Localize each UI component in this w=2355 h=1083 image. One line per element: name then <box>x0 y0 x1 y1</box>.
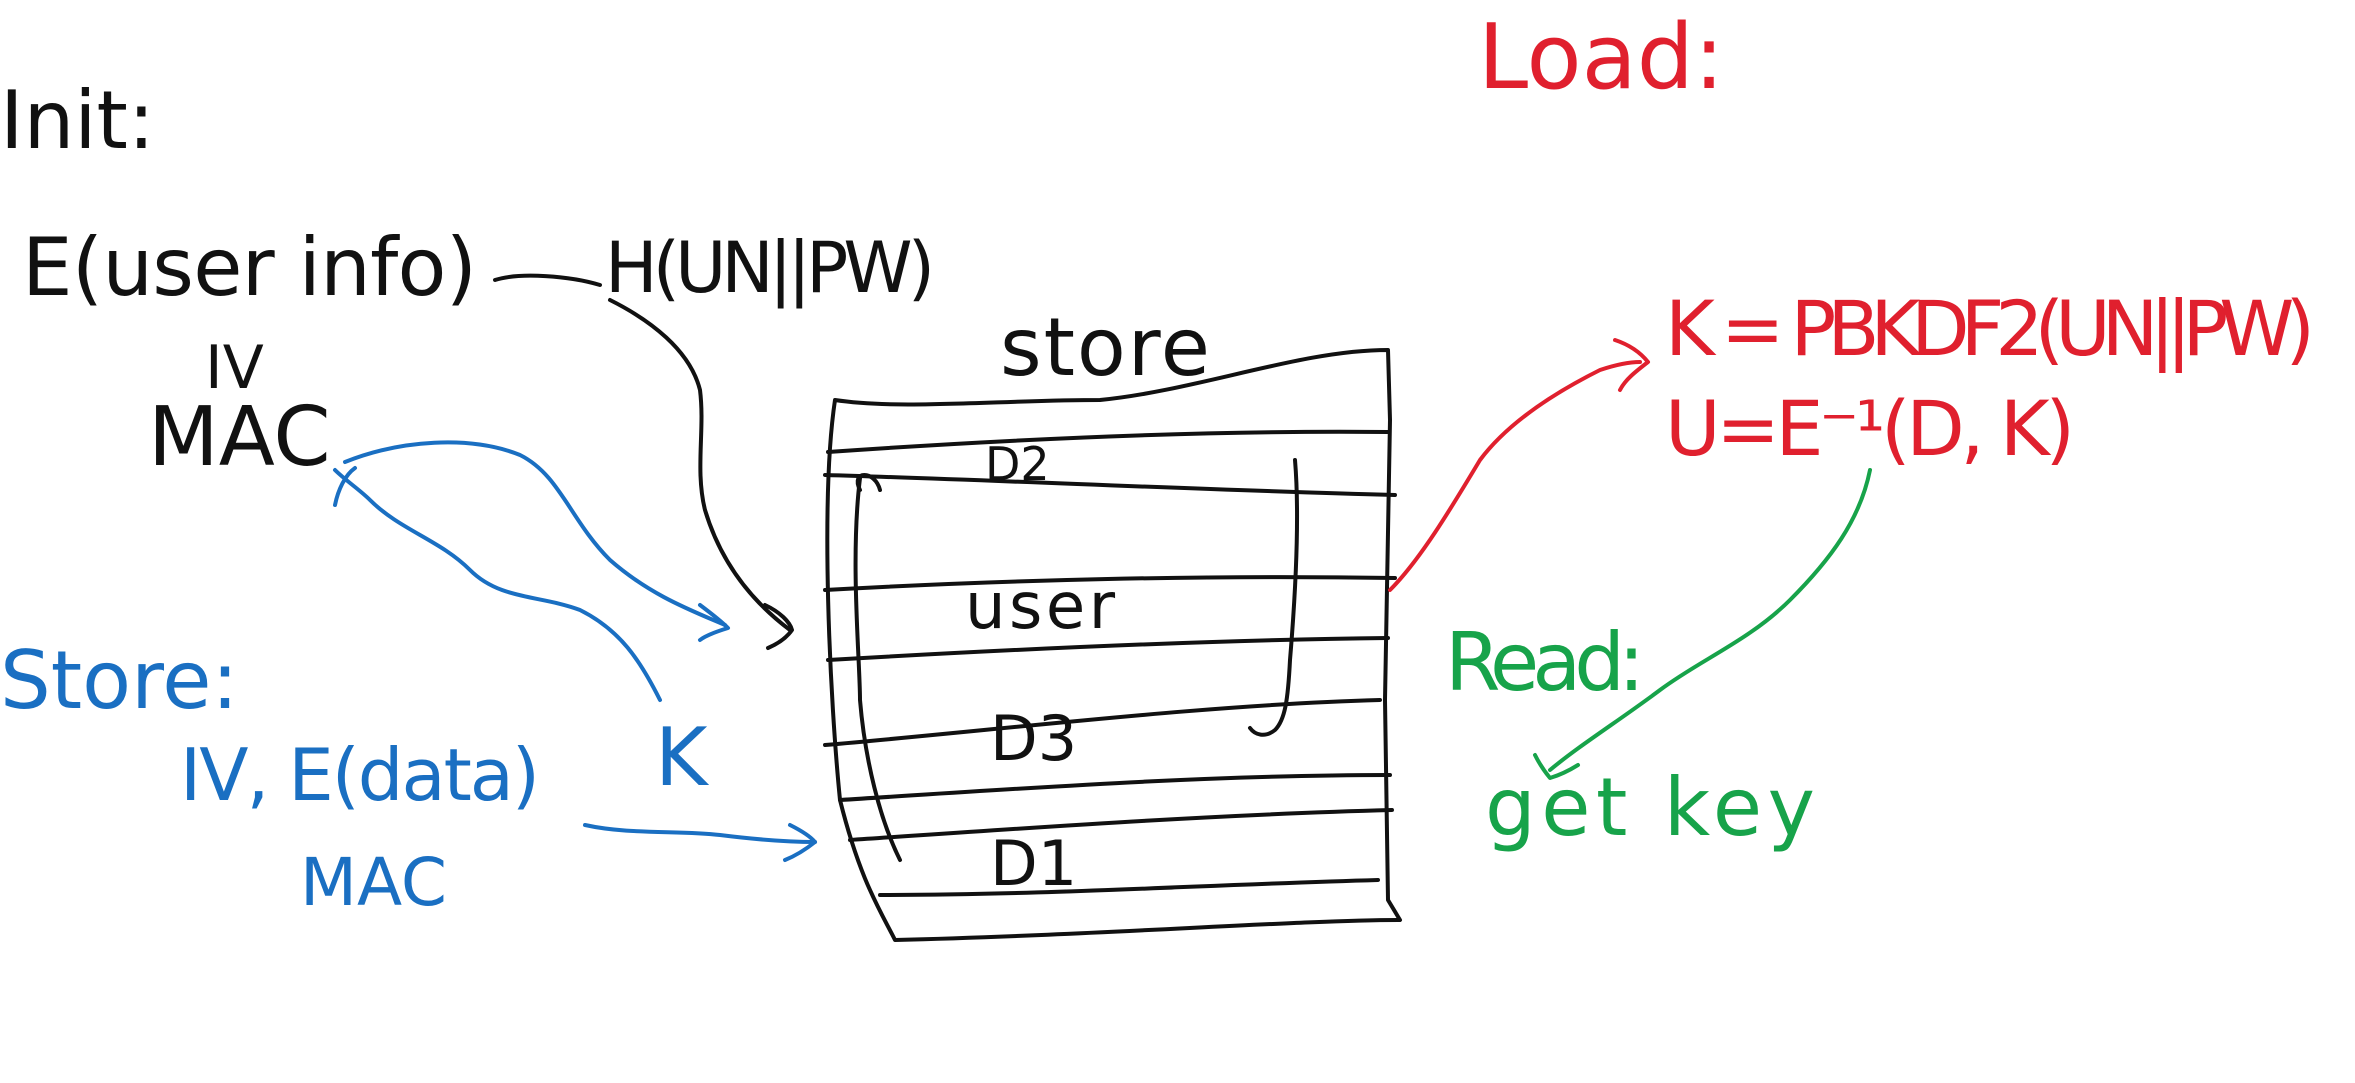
init-arrowhead <box>763 603 794 650</box>
read-heading: Read: <box>1445 616 1645 709</box>
storage-row-line-8 <box>878 878 1380 897</box>
store-heading: Store: <box>0 634 238 727</box>
init-heading: Init: <box>0 74 155 167</box>
data-arrowhead <box>783 823 817 862</box>
storage-row-line-4 <box>826 636 1390 662</box>
mac-label: MAC <box>148 390 331 485</box>
iv-label: IV <box>205 333 264 403</box>
load-to-read-arrow <box>1548 468 1872 772</box>
hash-label: H(UN||PW) <box>605 227 935 309</box>
storage-inner-right-line <box>1248 458 1300 737</box>
store-to-load-arrow <box>1388 360 1642 592</box>
store-iv-data-label: IV, E(data) <box>180 733 540 817</box>
key-to-mac-arrow <box>333 468 662 702</box>
init-connector-line <box>493 273 602 287</box>
load-heading: Load: <box>1478 5 1724 110</box>
load-decrypt-line: U=E⁻¹(D, K) <box>1665 384 2075 473</box>
storage-row-line-6 <box>838 773 1392 802</box>
storage-row-d3: D3 <box>990 702 1077 775</box>
storage-row-line-5 <box>823 698 1382 747</box>
load-kdf-line: K = PBKDF2(UN||PW) <box>1665 284 2315 374</box>
enc-user-info-label: E(user info) <box>22 221 477 314</box>
key-mac-arrowhead <box>333 466 357 507</box>
mac-arrowhead <box>698 603 730 642</box>
mac-to-store-arrow <box>343 440 727 627</box>
storage-inner-left-line <box>853 476 902 862</box>
storage-row-line-7 <box>848 808 1394 842</box>
storage-row-line-3 <box>823 575 1397 592</box>
storage-row-d2: D2 <box>985 437 1050 491</box>
storage-row-line-2 <box>823 473 1397 497</box>
store-mac-label: MAC <box>300 844 447 921</box>
read-arrowhead <box>1533 753 1580 780</box>
storage-inner-left-hook <box>855 473 882 492</box>
storage-title: store <box>1000 301 1210 394</box>
storage-row-line-1 <box>826 429 1390 454</box>
storage-row-user: user <box>965 570 1116 644</box>
storage-row-d1: D1 <box>990 827 1077 900</box>
storage-box-outline <box>825 348 1402 942</box>
load-arrowhead <box>1613 338 1650 392</box>
init-to-store-arrow <box>608 298 792 632</box>
store-key-label: K <box>655 711 710 804</box>
data-to-store-arrow <box>583 823 817 844</box>
read-get-key-line: get key <box>1485 761 1815 854</box>
